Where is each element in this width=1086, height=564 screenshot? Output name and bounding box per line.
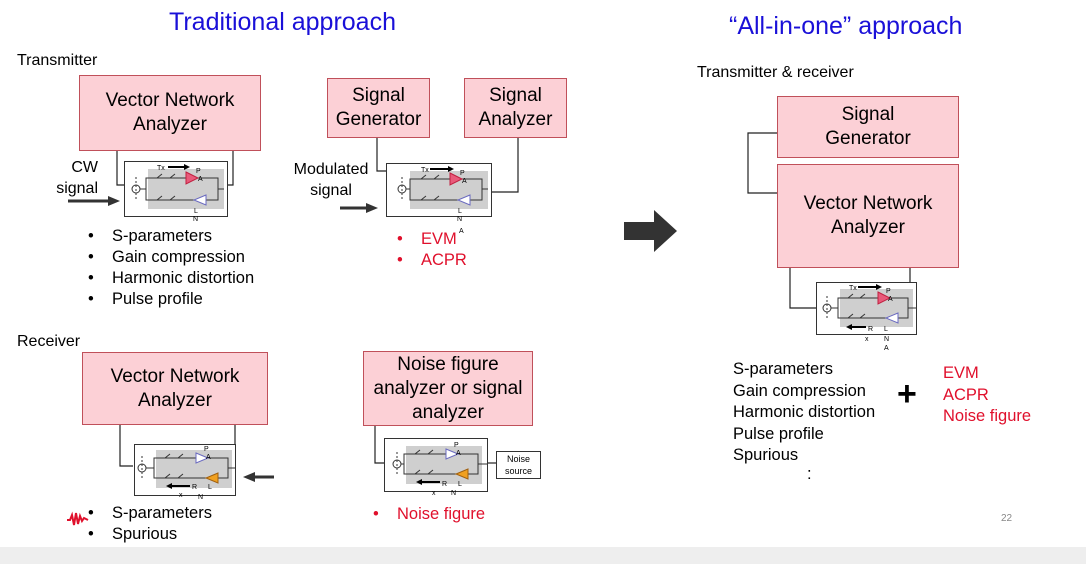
list-item: Noise figure bbox=[373, 504, 485, 525]
vna-box-transmitter: Vector Network Analyzer bbox=[79, 75, 261, 151]
svg-text:P: P bbox=[196, 168, 201, 175]
list-item: Harmonic distortion bbox=[733, 403, 876, 421]
signal-analyzer-box: Signal Analyzer bbox=[464, 78, 567, 138]
svg-text:L: L bbox=[208, 484, 212, 491]
svg-text:R: R bbox=[192, 484, 197, 491]
svg-text:P: P bbox=[886, 288, 891, 295]
transition-arrow-icon bbox=[624, 210, 677, 252]
svg-text:R: R bbox=[442, 481, 447, 488]
list-item: Spurious bbox=[88, 524, 212, 545]
aio-n-label: N bbox=[884, 336, 890, 343]
receiver-label: Receiver bbox=[17, 333, 81, 350]
list-item: Gain compression bbox=[733, 381, 866, 400]
modulated-signal-label: Modulated signal bbox=[293, 161, 369, 199]
svg-text:A: A bbox=[462, 178, 467, 185]
svg-text:A: A bbox=[456, 450, 461, 457]
list-item: S-parameters bbox=[733, 360, 833, 378]
dut-module-tx-vna: Tx P A L bbox=[124, 161, 228, 217]
svg-text:A: A bbox=[206, 454, 211, 461]
svg-text:L: L bbox=[884, 326, 888, 333]
rx-nf-x-label: x bbox=[432, 490, 436, 497]
tx-sig-n-label: N bbox=[457, 216, 463, 223]
page-number: 22 bbox=[1001, 513, 1013, 524]
rx-nf-n-label: N bbox=[451, 490, 457, 497]
tx-vna-n-label: N bbox=[193, 216, 199, 223]
svg-text:A: A bbox=[888, 296, 893, 303]
receiver-input-arrow bbox=[243, 472, 274, 482]
svg-text:P: P bbox=[454, 442, 459, 449]
dut-module-rx-nf: P A R L bbox=[384, 438, 488, 492]
svg-text:P: P bbox=[460, 170, 465, 177]
svg-text:A: A bbox=[198, 176, 203, 183]
noise-source-box: Noise source bbox=[496, 451, 541, 479]
plus-sign: + bbox=[897, 375, 917, 413]
tx-signal-measurement-list: EVM ACPR bbox=[397, 229, 467, 271]
rx-nf-measurement-list: Noise figure bbox=[373, 504, 485, 525]
noise-figure-analyzer-box: Noise figure analyzer or signal analyzer bbox=[363, 351, 533, 426]
svg-text:Tx: Tx bbox=[157, 165, 165, 172]
list-item: Pulse profile bbox=[733, 424, 824, 443]
dut-module-tx-signal: Tx P A L bbox=[386, 163, 492, 217]
vna-box-receiver: Vector Network Analyzer bbox=[82, 352, 268, 425]
rx-vna-measurement-list: S-parameters Spurious bbox=[88, 503, 212, 545]
aio-measurement-list: S-parameters Gain compression Harmonic d… bbox=[733, 359, 875, 482]
brand-logo-icon bbox=[67, 511, 89, 526]
all-in-one-title: “All-in-one” approach bbox=[729, 12, 963, 40]
dut-module-rx-vna: P A R L bbox=[134, 444, 236, 496]
footer-bar bbox=[0, 547, 1086, 564]
list-item: EVM bbox=[397, 229, 467, 250]
tx-vna-measurement-list: S-parameters Gain compression Harmonic d… bbox=[88, 226, 254, 310]
list-item: Gain compression bbox=[88, 247, 254, 268]
rx-vna-x-label: x bbox=[179, 492, 183, 499]
svg-text:Tx: Tx bbox=[421, 167, 429, 174]
dut-module-aio: Tx P A R L bbox=[816, 282, 917, 335]
aio-signal-generator-box: Signal Generator bbox=[777, 96, 959, 158]
list-item: Spurious bbox=[733, 446, 799, 464]
list-item: Pulse profile bbox=[88, 289, 254, 310]
svg-text:P: P bbox=[204, 446, 209, 453]
svg-text:L: L bbox=[194, 208, 198, 215]
aio-vna-box: Vector Network Analyzer bbox=[777, 164, 959, 268]
aio-x-label: x bbox=[865, 336, 869, 343]
cw-signal-label: CW signal bbox=[56, 159, 98, 197]
aio-a-label: A bbox=[884, 345, 889, 352]
list-item: S-parameters bbox=[88, 226, 254, 247]
list-item: : bbox=[807, 464, 812, 483]
svg-text:L: L bbox=[458, 208, 462, 215]
list-item: EVM bbox=[943, 364, 979, 382]
svg-text:Tx: Tx bbox=[849, 285, 857, 292]
tx-rx-label: Transmitter & receiver bbox=[697, 64, 854, 81]
svg-text:R: R bbox=[868, 326, 873, 333]
traditional-title: Traditional approach bbox=[169, 8, 396, 36]
aio-extra-measurement-list: EVM ACPR Noise figure bbox=[943, 363, 1031, 428]
cw-input-arrow bbox=[68, 196, 120, 206]
list-item: ACPR bbox=[397, 250, 467, 271]
list-item: Harmonic distortion bbox=[88, 268, 254, 289]
list-item: S-parameters bbox=[88, 503, 212, 524]
transmitter-label: Transmitter bbox=[17, 52, 98, 69]
svg-text:L: L bbox=[458, 481, 462, 488]
signal-generator-box: Signal Generator bbox=[327, 78, 430, 138]
modulated-input-arrow bbox=[340, 203, 378, 213]
rx-vna-n-label: N bbox=[198, 494, 204, 501]
list-item: Noise figure bbox=[943, 407, 1032, 425]
list-item: ACPR bbox=[943, 385, 989, 404]
